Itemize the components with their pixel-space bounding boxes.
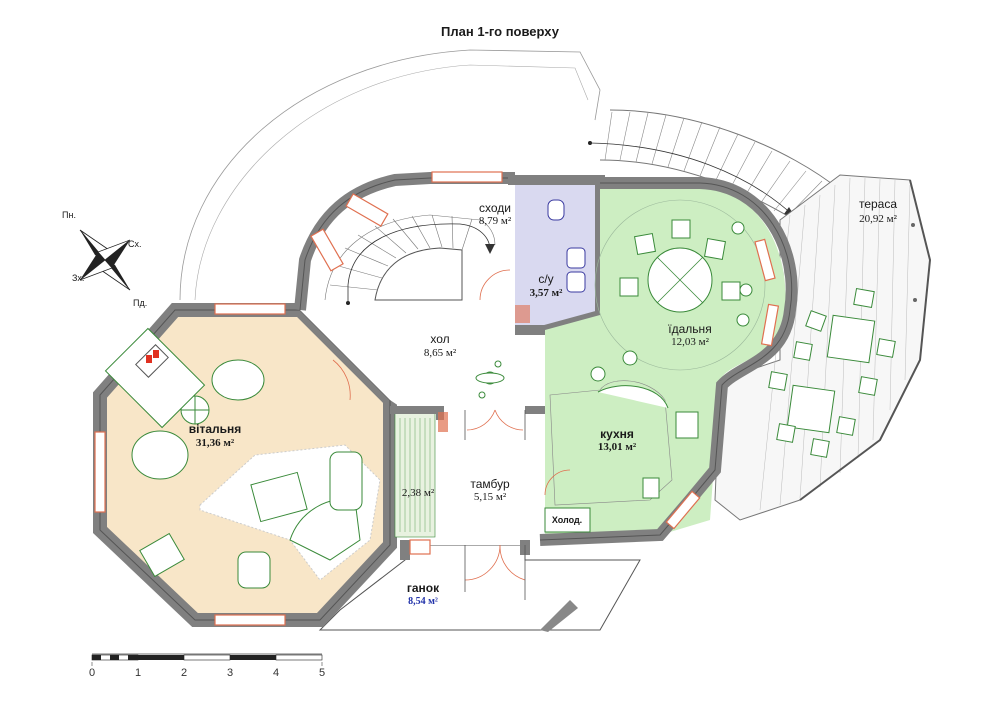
porch-area: 8,54 м²	[408, 596, 438, 607]
windows	[94, 171, 780, 626]
stairs-name: сходи	[479, 201, 511, 215]
scale-tick-0: 0	[89, 667, 95, 679]
living-area: 31,36 м²	[196, 437, 235, 449]
terrace-name: тераса	[859, 197, 897, 211]
kitchen-dining	[539, 177, 798, 546]
scale-bar: 0 1 2 3 4 5	[89, 653, 325, 679]
compass-south: Пд.	[133, 298, 147, 308]
stair-direction	[347, 223, 491, 303]
compass-north: Пн.	[62, 210, 76, 220]
wc-area: 3,57 м²	[530, 287, 563, 299]
dining-area: 12,03 м²	[671, 336, 709, 348]
kitchen-area: 13,01 м²	[598, 441, 637, 453]
scale-tick-5: 5	[319, 667, 325, 679]
hall-area: 8,65 м²	[424, 347, 457, 359]
wc-name: с/у	[538, 272, 553, 286]
fireplace	[135, 344, 169, 378]
stair-direction-head	[485, 244, 495, 254]
living-name: вітальня	[189, 422, 242, 436]
scale-tick-3: 3	[227, 667, 233, 679]
terrace-area: 20,92 м²	[859, 213, 897, 225]
compass-east: Сх.	[128, 239, 142, 249]
porch-name: ганок	[407, 581, 440, 595]
wc-room	[508, 175, 605, 335]
stair-walls-outline	[299, 177, 515, 311]
outer-arc	[179, 49, 601, 301]
living-furniture	[104, 327, 381, 589]
fridge-label: Холод.	[552, 515, 582, 525]
dining-chairs	[590, 219, 753, 382]
door-lines	[464, 410, 526, 600]
stairs-area: 8,79 м²	[479, 215, 512, 227]
room-labels: сходи 8,79 м² с/у 3,57 м² їдальня 12,03 …	[189, 197, 898, 607]
vestibule-area: 5,15 м²	[474, 491, 507, 503]
kitchen-name: кухня	[600, 427, 634, 441]
plan-title: План 1-го поверху	[441, 24, 559, 39]
dining-name: їдальня	[667, 322, 711, 336]
outer-arc-inner	[194, 64, 589, 301]
scale-tick-1: 1	[135, 667, 141, 679]
compass-west: Зх.	[72, 273, 84, 283]
person-icon	[475, 360, 505, 399]
scale-tick-2: 2	[181, 667, 187, 679]
stair-arrow	[589, 142, 796, 218]
scale-tick-4: 4	[273, 667, 279, 679]
wardrobe-area: 2,38 м²	[402, 487, 435, 499]
vestibule-name: тамбур	[470, 477, 510, 491]
hall-area	[300, 180, 545, 545]
compass-rose: Пн. Сх. Зх. Пд.	[62, 210, 147, 308]
hall-name: хол	[430, 332, 449, 346]
terrace-furniture	[768, 287, 896, 458]
doors	[332, 269, 571, 581]
